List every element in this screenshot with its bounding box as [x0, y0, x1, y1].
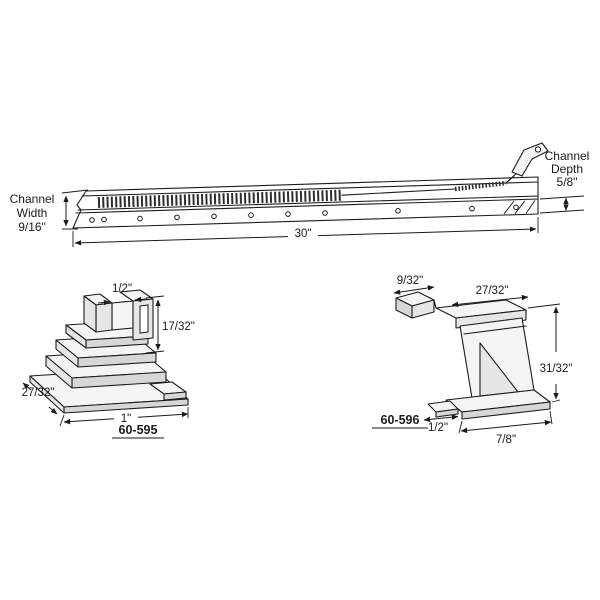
channel-width-label-2: Width	[17, 206, 48, 220]
channel-depth-extension-lines	[539, 195, 585, 214]
u-left-plate-front	[95, 302, 113, 333]
dim-30-extension-lines	[72, 217, 539, 247]
channel-width-value: 9/16"	[18, 220, 46, 234]
hook-tab-attach-line	[507, 175, 515, 182]
hook-tab	[511, 142, 549, 177]
channel-width-label-1: Channel	[10, 192, 55, 206]
channel-depth-label-2: Depth	[551, 162, 583, 176]
part-60-596-drawing	[395, 291, 551, 420]
base-left-face	[29, 375, 65, 414]
dimension-30: 30"	[72, 217, 539, 247]
channel-balance-drawing	[72, 142, 549, 229]
dim-17-32-label: 17/32"	[162, 321, 195, 333]
rivet-holes	[89, 204, 519, 223]
hook-tab-hole	[534, 146, 542, 153]
dim-31-32-label: 31/32"	[540, 363, 573, 375]
part-60-595-dimensions: 1/2" 17/32" 27/32" 1" 60-595	[22, 283, 195, 439]
channel-depth-value: 5/8"	[557, 175, 578, 189]
end-hatch-marks	[503, 200, 536, 215]
part-60-596-dimensions: 9/32" 27/32" 31/32" 1/2" 7/8" 60-596	[372, 275, 572, 446]
channel-depth-dimension: Channel Depth 5/8"	[539, 149, 590, 214]
channel-width-dimension: Channel Width 9/16"	[10, 189, 89, 234]
dim-7-8-label: 7/8"	[496, 434, 516, 446]
channel-width-ticks	[61, 189, 89, 230]
dim-half-label: 1/2"	[112, 283, 132, 295]
u-gap-interior	[111, 300, 134, 331]
dim-9-32-label: 9/32"	[397, 275, 423, 287]
part-60-595-drawing	[29, 289, 189, 414]
dim-1in-label: 1"	[121, 413, 131, 425]
u-right-plate-slot	[139, 304, 149, 334]
part-number-60-595: 60-595	[119, 423, 158, 437]
spring-coil	[97, 189, 343, 208]
channel-depth-label-1: Channel	[545, 149, 590, 163]
part-number-60-596: 60-596	[381, 413, 420, 427]
dim-30-label-bg	[288, 226, 318, 240]
channel-outline	[72, 176, 539, 229]
dim-half-right-label: 1/2"	[428, 422, 448, 434]
dim-27-32-right-label: 27/32"	[476, 285, 509, 297]
dim-30-label: 30"	[295, 228, 312, 240]
dim-27-32-left-label: 27/32"	[22, 387, 55, 399]
foot-front-face	[461, 401, 551, 420]
tension-rod	[341, 188, 456, 196]
